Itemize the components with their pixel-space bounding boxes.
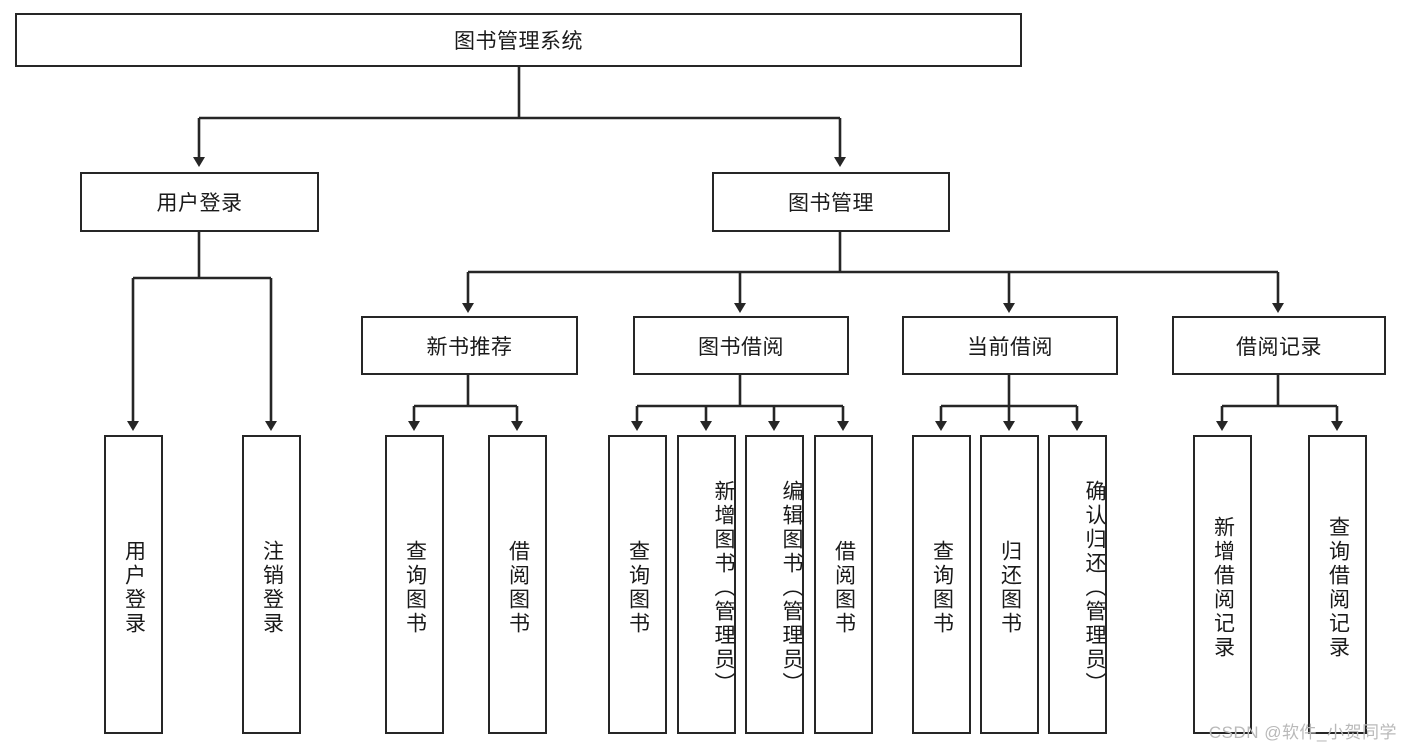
node-current-borrow[interactable]: 当前借阅 <box>902 316 1118 375</box>
node-leaf-user-login-label: 用户登录 <box>122 539 146 636</box>
node-leaf-add-book-label: 新增图书（管理员） <box>712 479 735 696</box>
node-book-manage-label: 图书管理 <box>788 192 874 215</box>
node-leaf-edit-book-label: 编辑图书（管理员） <box>780 479 803 696</box>
node-leaf-confirm-return-label: 确认归还（管理员） <box>1083 479 1106 696</box>
node-leaf-borrow-book-2-label: 借阅图书 <box>832 539 856 636</box>
node-leaf-edit-book[interactable]: 编辑图书（管理员） <box>745 435 804 734</box>
node-leaf-query-book-3-label: 查询图书 <box>930 539 954 636</box>
node-borrow-record[interactable]: 借阅记录 <box>1172 316 1386 375</box>
node-leaf-query-book-1-label: 查询图书 <box>403 539 427 636</box>
node-leaf-borrow-book-1-label: 借阅图书 <box>506 539 530 636</box>
node-root-label: 图书管理系统 <box>454 30 583 53</box>
node-book-manage[interactable]: 图书管理 <box>712 172 950 232</box>
node-current-borrow-label: 当前借阅 <box>967 335 1053 359</box>
node-leaf-borrow-book-1[interactable]: 借阅图书 <box>488 435 547 734</box>
node-leaf-add-book[interactable]: 新增图书（管理员） <box>677 435 736 734</box>
node-leaf-user-login[interactable]: 用户登录 <box>104 435 163 734</box>
node-leaf-confirm-return[interactable]: 确认归还（管理员） <box>1048 435 1107 734</box>
node-leaf-logout-login[interactable]: 注销登录 <box>242 435 301 734</box>
node-leaf-query-book-2[interactable]: 查询图书 <box>608 435 667 734</box>
node-book-borrow-label: 图书借阅 <box>698 335 784 359</box>
node-leaf-query-record[interactable]: 查询借阅记录 <box>1308 435 1367 734</box>
watermark-text: CSDN @软件_小贺同学 <box>1208 723 1397 742</box>
node-user-login[interactable]: 用户登录 <box>80 172 319 232</box>
node-leaf-add-record[interactable]: 新增借阅记录 <box>1193 435 1252 734</box>
node-new-book-recommend[interactable]: 新书推荐 <box>361 316 578 375</box>
node-book-borrow[interactable]: 图书借阅 <box>633 316 849 375</box>
node-new-book-recommend-label: 新书推荐 <box>426 335 513 359</box>
node-leaf-return-book-label: 归还图书 <box>998 539 1022 636</box>
node-leaf-add-record-label: 新增借阅记录 <box>1211 515 1235 660</box>
node-leaf-query-book-1[interactable]: 查询图书 <box>385 435 444 734</box>
node-leaf-query-book-3[interactable]: 查询图书 <box>912 435 971 734</box>
node-borrow-record-label: 借阅记录 <box>1236 335 1322 359</box>
node-leaf-logout-login-label: 注销登录 <box>260 539 284 636</box>
node-leaf-borrow-book-2[interactable]: 借阅图书 <box>814 435 873 734</box>
node-root[interactable]: 图书管理系统 <box>15 13 1022 67</box>
node-leaf-query-book-2-label: 查询图书 <box>626 539 650 636</box>
node-user-login-label: 用户登录 <box>156 192 243 215</box>
node-leaf-return-book[interactable]: 归还图书 <box>980 435 1039 734</box>
node-leaf-query-record-label: 查询借阅记录 <box>1326 515 1350 660</box>
